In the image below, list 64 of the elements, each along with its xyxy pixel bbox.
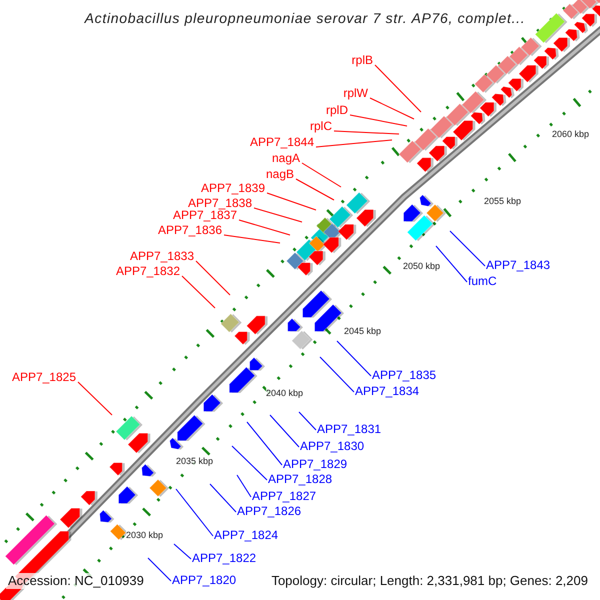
scale-label: 2030 kbp — [126, 530, 164, 541]
gene-label: rplC — [310, 119, 332, 133]
gene-label: nagA — [272, 151, 300, 165]
leader-line — [370, 98, 414, 120]
gene-label: fumC — [468, 274, 497, 288]
leader-line — [350, 114, 408, 126]
leader-line — [298, 412, 316, 430]
map-title: Actinobacillus pleuropneumoniae serovar 7 str. AP76, complet... — [83, 9, 526, 28]
gene-label: APP7_1834 — [355, 384, 420, 398]
gene-label: rplD — [326, 103, 348, 117]
leader-line — [236, 474, 252, 498]
leader-line — [232, 446, 268, 480]
gene-label: APP7_1827 — [252, 489, 316, 503]
leader-line — [174, 544, 192, 560]
leader-line — [210, 484, 236, 512]
leader-line — [450, 230, 486, 266]
leader-line — [320, 356, 354, 392]
leader-line — [254, 208, 302, 222]
gene-label: APP7_1830 — [300, 439, 364, 453]
gene-label: APP7_1844 — [250, 135, 314, 149]
leader-line — [196, 260, 230, 296]
gene-label: APP7_1833 — [130, 249, 194, 263]
gene-label: APP7_1839 — [200, 181, 265, 195]
gene-label: APP7_1838 — [188, 196, 252, 210]
leader-line — [302, 162, 342, 188]
leader-line — [336, 340, 372, 376]
leader-line — [334, 130, 400, 134]
gene-label: APP7_1836 — [158, 223, 222, 237]
scale-label: 2060 kbp — [552, 129, 590, 140]
scale-label: 2035 kbp — [176, 456, 214, 467]
gene-label: APP7_1837 — [172, 208, 237, 222]
gene-label: APP7_1831 — [317, 422, 382, 436]
leader-line — [148, 558, 172, 582]
gene-label: APP7_1822 — [192, 551, 256, 565]
leader-line — [374, 64, 422, 112]
leader-line — [182, 276, 216, 308]
gene-label: nagB — [266, 167, 294, 181]
scale-label: 2055 kbp — [484, 196, 522, 207]
gene-label: APP7_1824 — [214, 528, 278, 542]
leader-line — [176, 488, 214, 536]
leader-line — [78, 382, 112, 416]
gene-label: APP7_1829 — [283, 457, 348, 471]
scale-label: 2045 kbp — [344, 326, 382, 337]
leader-line — [296, 178, 334, 200]
gene-label: APP7_1835 — [372, 368, 436, 382]
gene-label: rplW — [343, 86, 368, 100]
gene-label: APP7_1832 — [116, 264, 180, 278]
leader-line — [246, 422, 282, 466]
gene-label: rplB — [352, 53, 373, 67]
leader-line — [270, 414, 300, 448]
gene-label: APP7_1828 — [268, 472, 332, 486]
gene-label: APP7_1820 — [172, 573, 236, 587]
gene-label: APP7_1825 — [12, 370, 76, 384]
accession-text: Accession: NC_010939 — [6, 573, 146, 589]
scale-label: 2050 kbp — [403, 261, 440, 272]
gene-label: APP7_1843 — [486, 258, 550, 272]
leader-line — [436, 246, 468, 282]
gene-label: APP7_1826 — [237, 504, 302, 518]
topology-text: Topology: circular; Length: 2,331,981 bp; Genes: 2,209 — [269, 573, 590, 589]
scale-label: 2040 kbp — [266, 388, 304, 399]
leader-line — [224, 234, 280, 244]
leader-line — [266, 192, 316, 210]
leader-line — [238, 220, 290, 236]
leader-line — [316, 140, 392, 148]
